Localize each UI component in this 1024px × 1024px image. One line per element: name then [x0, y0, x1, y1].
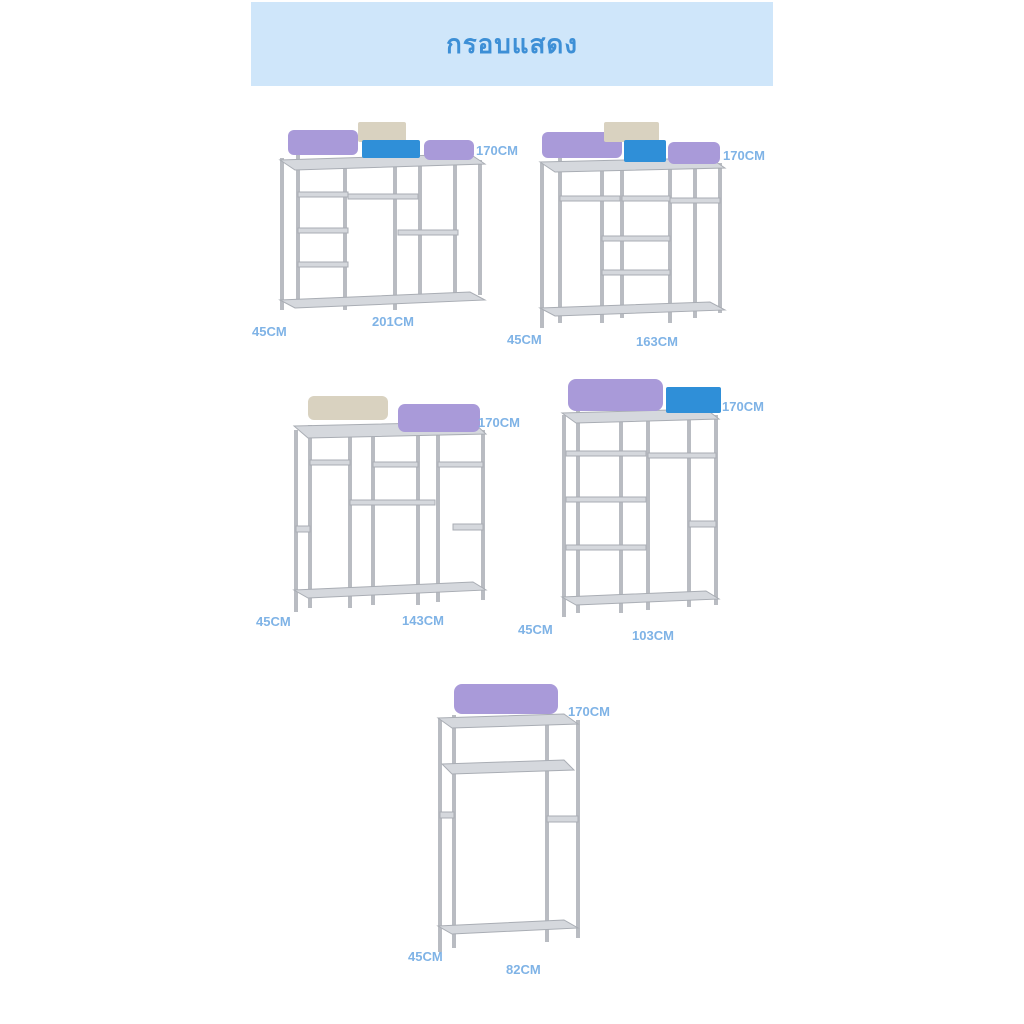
- rack-201-width: 201CM: [372, 314, 414, 329]
- rack-82-illustration: [436, 684, 580, 952]
- rack-103-depth: 45CM: [518, 622, 553, 637]
- rack-103-width: 103CM: [632, 628, 674, 643]
- rack-143: [288, 390, 488, 620]
- rack-163-depth: 45CM: [507, 332, 542, 347]
- rack-103-illustration: [560, 379, 721, 617]
- banner: กรอบแสดง: [251, 2, 773, 86]
- rack-143-depth: 45CM: [256, 614, 291, 629]
- rack-103-height: 170CM: [722, 399, 764, 414]
- rack-163: [530, 118, 730, 338]
- rack-163-illustration: [538, 122, 727, 328]
- rack-82: [432, 680, 592, 960]
- rack-143-height: 170CM: [478, 415, 520, 430]
- rack-201: [270, 120, 530, 340]
- banner-title: กรอบแสดง: [445, 29, 579, 60]
- rack-82-depth: 45CM: [408, 949, 443, 964]
- rack-163-height: 170CM: [723, 148, 765, 163]
- rack-163-width: 163CM: [636, 334, 678, 349]
- rack-103: [556, 375, 731, 625]
- rack-82-height: 170CM: [568, 704, 610, 719]
- rack-143-width: 143CM: [402, 613, 444, 628]
- rack-201-depth: 45CM: [252, 324, 287, 339]
- rack-201-height: 170CM: [476, 143, 518, 158]
- rack-201-illustration: [278, 122, 487, 310]
- rack-82-width: 82CM: [506, 962, 541, 977]
- rack-143-illustration: [292, 396, 488, 612]
